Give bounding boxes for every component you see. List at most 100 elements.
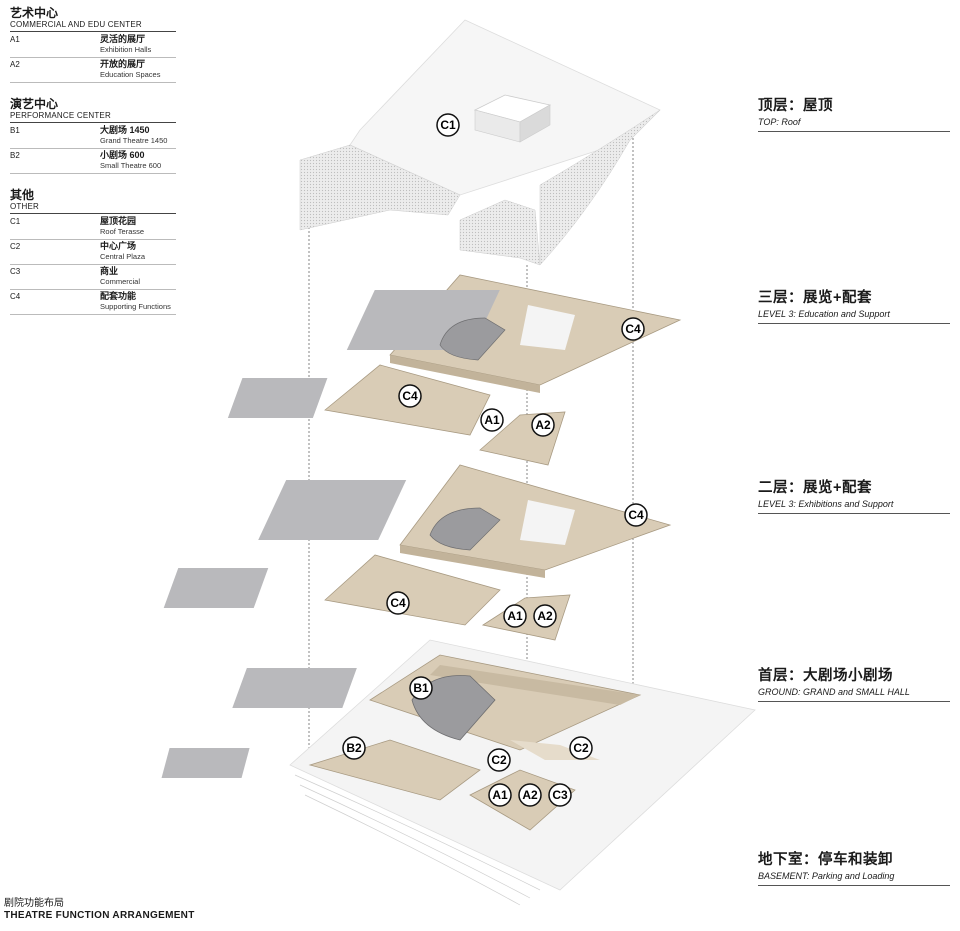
level-title-zh: 二层：展览+配套	[758, 480, 872, 496]
ground-slab-edge	[430, 665, 640, 705]
legend-group-title: 演艺中心	[10, 97, 59, 111]
small-theatre-rooms	[161, 748, 250, 778]
level-label-ground: 首层：大剧场小剧场 GROUND: GRAND and SMALL HALL	[758, 667, 950, 702]
roof-south-wing	[459, 199, 541, 266]
legend-group-subtitle: PERFORMANCE CENTER	[10, 111, 176, 123]
legend-en: Grand Theatre 1450	[100, 136, 168, 145]
legend-group-title: 其他	[10, 188, 35, 202]
level3	[227, 274, 682, 466]
badge-ground-c2-west: C2	[487, 748, 511, 772]
level3-atrium	[520, 305, 575, 350]
level-title-zh: 顶层：屋顶	[758, 98, 833, 114]
badge-level2-a1: A1	[503, 604, 527, 628]
badge-label: A2	[522, 788, 538, 802]
badge-ground-a2: A2	[518, 783, 542, 807]
legend-zh: 中心广场	[100, 241, 137, 251]
legend-zh: 配套功能	[100, 291, 137, 301]
roof-level	[299, 19, 661, 266]
badge-label: C4	[402, 389, 418, 403]
legend-code: C2	[10, 242, 21, 251]
badge-label: A1	[492, 788, 508, 802]
badge-label: C2	[491, 753, 507, 767]
badge-label: A1	[484, 413, 500, 427]
badge-label: C1	[440, 118, 456, 132]
legend-zh: 小剧场 600	[100, 150, 145, 160]
level-title-en: LEVEL 3: Education and Support	[758, 309, 890, 319]
roof-east-curve	[539, 109, 661, 266]
level2-slab-edge	[400, 545, 545, 578]
level-title-en: GROUND: GRAND and SMALL HALL	[758, 687, 910, 697]
badge-ground-b2: B2	[342, 736, 366, 760]
legend-en: Central Plaza	[100, 252, 146, 261]
roof-west-wing	[299, 144, 461, 231]
level-title-zh: 首层：大剧场小剧场	[758, 668, 893, 684]
badge-ground-b1: B1	[409, 676, 433, 700]
badge-level3-a1: A1	[480, 408, 504, 432]
badge-roof-c1: C1	[436, 113, 460, 137]
legend-code: C3	[10, 267, 21, 276]
badge-label: C4	[628, 508, 644, 522]
legend-code: B1	[10, 126, 20, 135]
badge-label: C2	[573, 741, 589, 755]
legend-en: Roof Terasse	[100, 227, 145, 236]
badge-label: B2	[346, 741, 362, 755]
caption-en: THEATRE FUNCTION ARRANGEMENT	[4, 910, 195, 921]
badge-label: A2	[535, 418, 551, 432]
legend-en: Commercial	[100, 277, 141, 286]
legend-zh: 大剧场 1450	[100, 125, 150, 135]
level2-atrium	[520, 500, 575, 545]
level2-west-rooms	[163, 568, 269, 608]
level-title-zh: 三层：展览+配套	[758, 290, 872, 306]
badge-ground-c3: C3	[548, 783, 572, 807]
legend-group-title: 艺术中心	[10, 6, 59, 20]
legend-en: Exhibition Halls	[100, 45, 152, 54]
legend-code: B2	[10, 151, 20, 160]
level-title-zh: 地下室：停车和装卸	[758, 852, 893, 868]
badge-level3-c4-east: C4	[621, 317, 645, 341]
badge-level2-c4-west: C4	[386, 591, 410, 615]
legend-code: C4	[10, 292, 21, 301]
roof-pavilion-side	[519, 104, 551, 143]
legend-zh: 屋顶花园	[100, 216, 137, 226]
level2	[163, 464, 672, 641]
legend-en: Education Spaces	[100, 70, 161, 79]
level-label-level2: 二层：展览+配套 LEVEL 3: Exhibitions and Suppor…	[758, 479, 950, 514]
ground-rooms	[232, 668, 357, 708]
badge-level3-c4-west: C4	[398, 384, 422, 408]
level2-theatre-void	[429, 507, 501, 551]
legend-en: Supporting Functions	[100, 302, 171, 311]
level2-rooms	[258, 480, 407, 540]
legend-code: C1	[10, 217, 21, 226]
level3-theatre-void	[439, 317, 506, 361]
caption-zh: 剧院功能布局	[4, 898, 64, 909]
level-title-en: TOP: Roof	[758, 117, 801, 127]
badge-label: B1	[413, 681, 429, 695]
legend-group-subtitle: COMMERCIAL AND EDU CENTER	[10, 20, 176, 32]
level-title-en: BASEMENT: Parking and Loading	[758, 871, 895, 881]
legend-code: A2	[10, 60, 20, 69]
level3-west-rooms	[227, 378, 328, 418]
level-label-basement: 地下室：停车和装卸 BASEMENT: Parking and Loading	[758, 851, 950, 886]
level3-slab-edge	[390, 355, 540, 393]
legend-group-subtitle: OTHER	[10, 202, 176, 214]
drawing-caption: 剧院功能布局 THEATRE FUNCTION ARRANGEMENT	[4, 898, 195, 922]
legend-zh: 商业	[100, 266, 119, 276]
badge-level2-a2: A2	[533, 604, 557, 628]
badge-label: C4	[390, 596, 406, 610]
badge-ground-a1: A1	[488, 783, 512, 807]
badge-label: A2	[537, 609, 553, 623]
level-label-level3: 三层：展览+配套 LEVEL 3: Education and Support	[758, 289, 950, 324]
